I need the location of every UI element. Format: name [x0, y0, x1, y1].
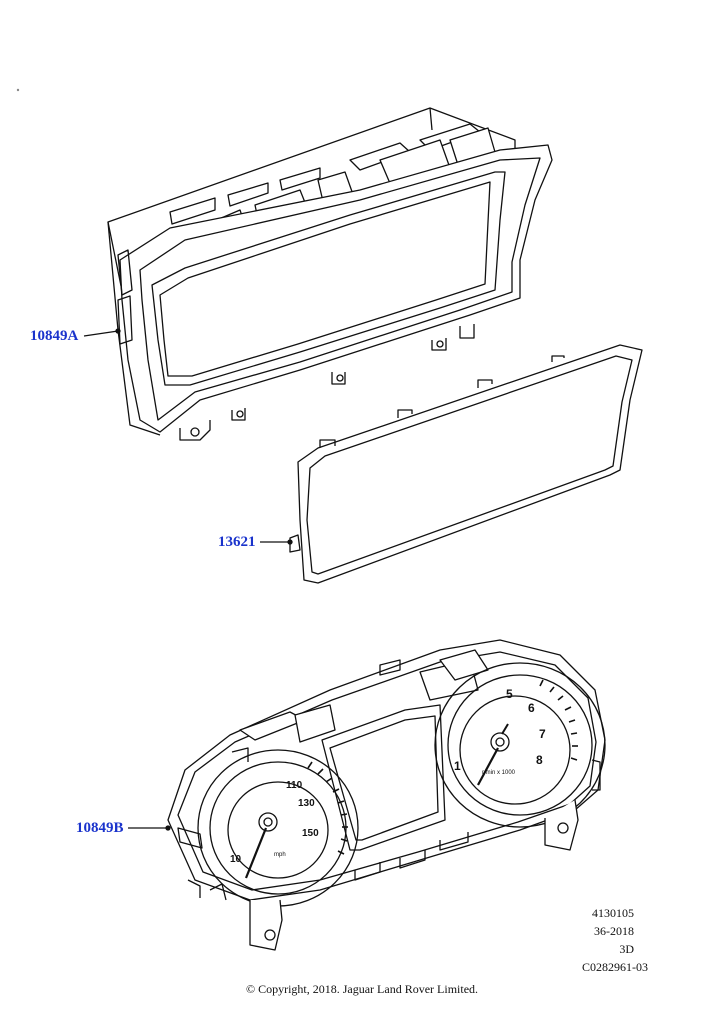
reference-line-4: C0282961-03	[582, 960, 648, 974]
tacho-tick-5: 5	[506, 687, 513, 701]
copyright-notice: © Copyright, 2018. Jaguar Land Rover Lim…	[245, 982, 479, 996]
lens-drawing	[260, 344, 643, 584]
speedo-tick-10: 10	[230, 854, 242, 865]
callout-10849a[interactable]: 10849A	[30, 328, 79, 344]
callout-10849b[interactable]: 10849B	[76, 820, 124, 836]
callout-13621[interactable]: 13621	[218, 534, 256, 550]
speedo-tick-130: 130	[298, 798, 315, 809]
reference-line-2: 36-2018	[594, 924, 634, 938]
reference-line-3: 3D	[619, 942, 634, 956]
tacho-unit: r/min x 1000	[482, 770, 516, 776]
speedo-tick-150: 150	[302, 828, 319, 839]
speedo-unit: mph	[274, 852, 286, 858]
tacho-tick-7: 7	[539, 727, 546, 741]
instrument-cluster-drawing	[128, 639, 606, 951]
tacho-tick-1: 1	[454, 759, 461, 773]
tacho-tick-6: 6	[528, 701, 535, 715]
reference-line-1: 4130105	[592, 906, 634, 920]
tacho-tick-8: 8	[536, 753, 543, 767]
cluster-housing-drawing	[83, 107, 553, 441]
speedo-tick-110: 110	[286, 780, 303, 791]
